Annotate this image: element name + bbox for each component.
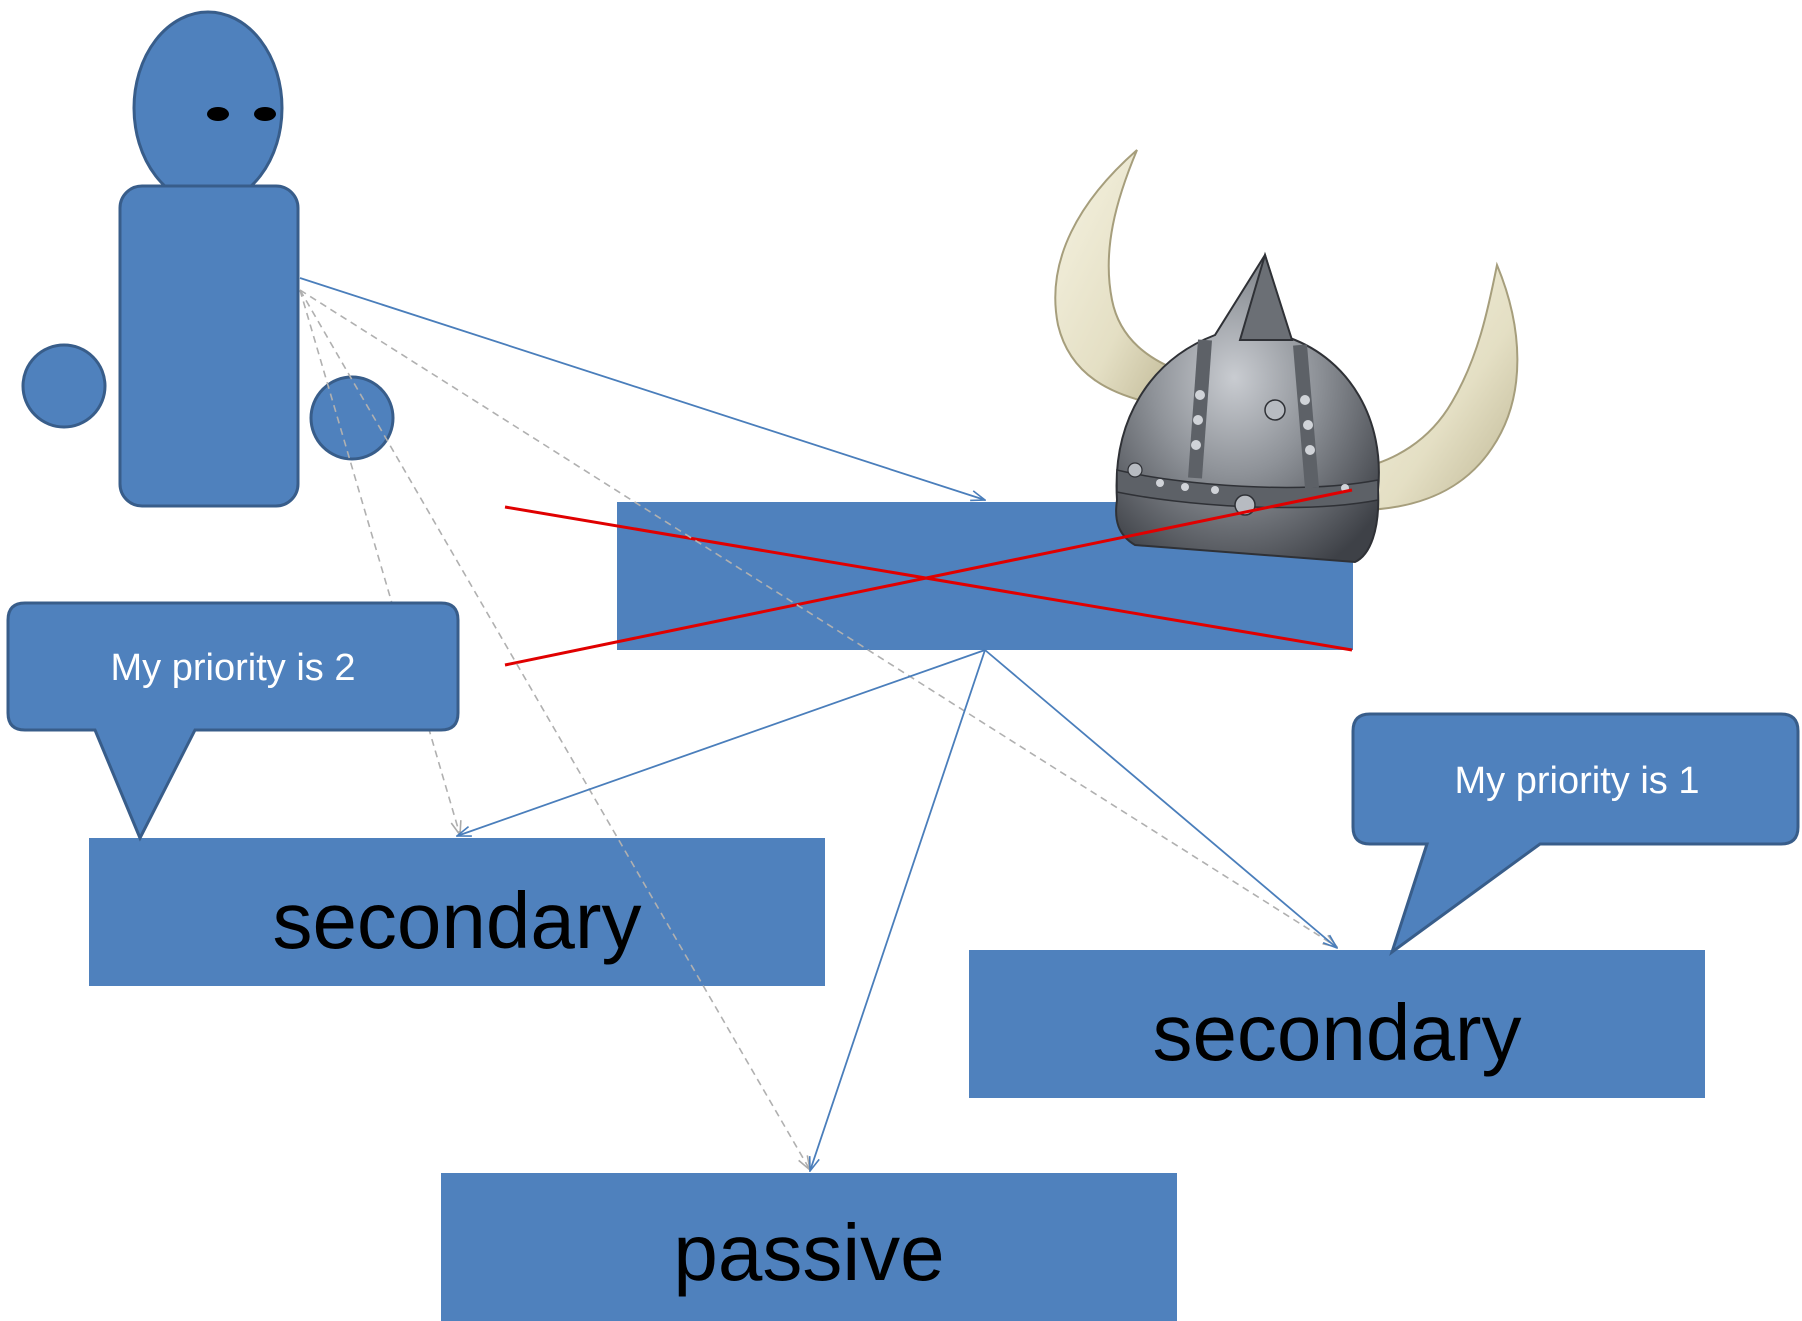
person-right-eye (254, 107, 276, 121)
solid-arrow-primary-to-secondary-left (457, 649, 986, 836)
solid-arrow-primary-to-secondary-right (984, 649, 1337, 948)
passive-label: passive (673, 1208, 944, 1297)
dashed-arrow-to-secondary-right (299, 289, 1337, 947)
passive-box (441, 1173, 1177, 1321)
cross-out-icon (504, 488, 1353, 667)
dashed-arrow-to-secondary-left (299, 289, 460, 835)
callout-right-text: My priority is 1 (1455, 760, 1700, 802)
dashed-arrow-to-passive (299, 289, 810, 1170)
callout-left-text: My priority is 2 (111, 647, 356, 689)
secondary-left-box (89, 838, 825, 986)
solid-arrows (299, 277, 1337, 1171)
secondary-right-box (969, 950, 1705, 1098)
callout-left: My priority is 2 (6, 601, 460, 842)
person-right-hand (309, 375, 395, 461)
person-left-eye (207, 107, 229, 121)
dashed-arrows (299, 289, 1337, 1170)
callout-right: My priority is 1 (1351, 712, 1800, 956)
person-icon (21, 10, 395, 508)
secondary-right-label: secondary (1152, 988, 1521, 1077)
viking-helmet-icon (1054, 149, 1519, 564)
solid-arrow-to-primary (299, 277, 985, 500)
person-body (118, 184, 300, 508)
solid-arrow-primary-to-passive (810, 649, 986, 1171)
person-left-hand (21, 343, 107, 429)
secondary-left-label: secondary (272, 876, 641, 965)
